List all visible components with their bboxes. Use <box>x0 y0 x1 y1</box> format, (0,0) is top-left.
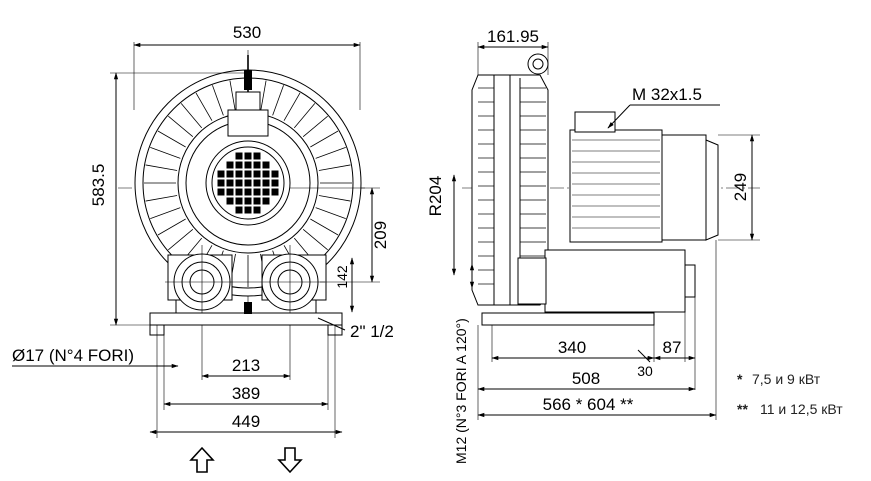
grille-cell <box>244 188 252 196</box>
fin-line <box>195 92 213 121</box>
fin-line <box>293 103 316 129</box>
grille-cell <box>217 170 225 178</box>
grille-cell <box>262 170 270 178</box>
dim-m12: M12 (N°3 FORI A 120°) <box>453 318 469 464</box>
grille-cell <box>253 179 261 187</box>
legend-notes: * 7,5 и 9 кВт ** 11 и 12,5 кВт <box>737 371 843 417</box>
arrow-up-icon <box>189 446 215 473</box>
note2-mark: ** <box>737 401 748 417</box>
grille-cell <box>253 206 261 214</box>
fin-line <box>145 164 178 171</box>
dim-449: 449 <box>232 412 260 431</box>
dim-508: 508 <box>572 369 600 388</box>
dim-142: 142 <box>334 265 350 289</box>
fin-line <box>315 207 346 219</box>
grille-cell <box>217 188 225 196</box>
note2-text: 11 и 12,5 кВт <box>760 401 843 417</box>
fin-line <box>283 92 301 121</box>
grille-cell <box>262 197 270 205</box>
grille-cell <box>271 170 279 178</box>
fin-line <box>150 207 181 219</box>
fin-line <box>260 80 267 113</box>
dim-thread: 2" 1/2 <box>350 322 394 341</box>
grille-cell <box>253 197 261 205</box>
dim-87: 87 <box>663 338 682 357</box>
grille-cell <box>226 179 234 187</box>
dim-m32: M 32x1.5 <box>632 85 702 104</box>
note1-mark: * <box>737 371 743 387</box>
dim-340: 340 <box>558 338 586 357</box>
dim-30: 30 <box>637 363 653 379</box>
dim-566-604: 566 * 604 ** <box>543 395 634 414</box>
dim-249: 249 <box>731 173 750 201</box>
side-view: 161.95 M 32x1.5 R204 249 M12 (N°3 FORI A… <box>426 27 760 464</box>
grille-cell <box>253 152 261 160</box>
dim-213: 213 <box>232 356 260 375</box>
grille-cell <box>226 170 234 178</box>
grille-cell <box>244 179 252 187</box>
dim-530: 530 <box>233 23 261 42</box>
grille-cell <box>235 152 243 160</box>
grille-cell <box>253 170 261 178</box>
fin-line <box>157 218 186 236</box>
grille-cell <box>244 152 252 160</box>
grille-cell <box>226 161 234 169</box>
grille-cell <box>235 170 243 178</box>
grille-cell <box>235 197 243 205</box>
dim-583-5: 583.5 <box>89 164 108 207</box>
fin-line <box>318 164 351 171</box>
fin-line <box>212 85 224 116</box>
grille-cell <box>253 161 261 169</box>
fin-line <box>310 130 339 148</box>
fin-line <box>302 115 328 138</box>
grille-cell <box>262 179 270 187</box>
fin-line <box>180 103 203 129</box>
grille-cell <box>235 206 243 214</box>
grille-cell <box>244 197 252 205</box>
dim-foot-hole: Ø17 (N°4 FORI) <box>12 346 134 365</box>
fin-line <box>272 85 284 116</box>
fin-line <box>150 147 181 159</box>
grille-cell <box>253 188 261 196</box>
fin-line <box>302 228 328 251</box>
dim-389: 389 <box>232 384 260 403</box>
fin-line <box>157 130 186 148</box>
grille-cell <box>271 188 279 196</box>
fin-line <box>315 147 346 159</box>
arrow-down-icon <box>277 447 303 474</box>
fin-line <box>145 195 178 202</box>
fan-grille <box>217 152 279 214</box>
grille-cell <box>235 188 243 196</box>
dim-161-95: 161.95 <box>487 27 539 46</box>
grille-cell <box>235 161 243 169</box>
fin-line <box>310 218 339 236</box>
note1-text: 7,5 и 9 кВт <box>752 371 821 387</box>
grille-cell <box>226 188 234 196</box>
motor-fins <box>572 139 660 229</box>
grille-cell <box>262 161 270 169</box>
fin-line <box>168 228 194 251</box>
front-view: 530 583.5 209 142 2" 1/2 Ø17 (N°4 FORI) … <box>12 23 394 474</box>
fin-line <box>229 80 236 113</box>
grille-cell <box>244 206 252 214</box>
dim-209: 209 <box>371 221 390 249</box>
grille-cell <box>244 170 252 178</box>
grille-cell <box>226 197 234 205</box>
grille-cell <box>271 179 279 187</box>
grille-cell <box>244 161 252 169</box>
fin-line <box>318 195 351 202</box>
grille-cell <box>217 179 225 187</box>
grille-cell <box>262 188 270 196</box>
dim-r204: R204 <box>426 176 445 217</box>
fin-line <box>168 115 194 138</box>
grille-cell <box>235 179 243 187</box>
